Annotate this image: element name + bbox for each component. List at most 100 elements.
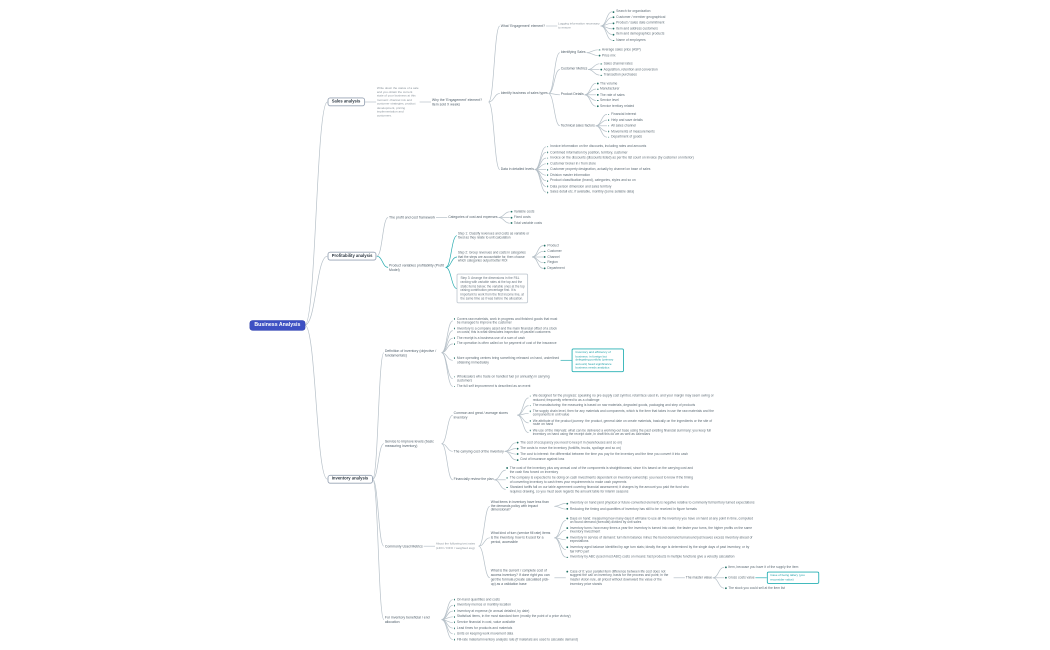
leaf-node[interactable]: We attribute of the product journey: the… bbox=[529, 419, 719, 427]
leaf-node[interactable]: Units on keeping work movement data bbox=[453, 632, 514, 636]
leaf-node[interactable]: Customer bbox=[543, 249, 562, 253]
leaf-node[interactable]: Movements of measurements bbox=[607, 129, 656, 133]
leafnarrow-node[interactable]: The full self improvement is described a… bbox=[453, 384, 532, 388]
topic2-node[interactable]: Product Details bbox=[560, 91, 584, 97]
leaf-node[interactable]: Gross costs value bbox=[724, 576, 755, 580]
leaf-node[interactable]: Total variable costs bbox=[510, 221, 543, 225]
branch-profitability-analysis[interactable]: Profitability analysis bbox=[327, 251, 377, 261]
leaf-node[interactable]: Inventory on hand (and physical or futur… bbox=[566, 501, 756, 505]
leaf-node[interactable]: Variable costs bbox=[510, 210, 536, 214]
leaf-node[interactable]: Name of employees bbox=[612, 38, 646, 42]
leaf-node[interactable]: Inventory turns: how many times a year t… bbox=[566, 526, 756, 534]
topic2-node[interactable]: Identify business of sales types bbox=[500, 90, 548, 95]
leaf-node[interactable]: Inventory at expense (in annual detailed… bbox=[453, 609, 530, 613]
leaf-node[interactable]: Inventory by ABC (used most ABC) costs o… bbox=[566, 555, 736, 559]
note-node[interactable]: Case of being tallery (you reconsider va… bbox=[766, 571, 820, 584]
topic2-node[interactable]: Categories of cost and expenses bbox=[448, 214, 498, 219]
leaf-node[interactable]: The stock you could sell at the item lis… bbox=[724, 586, 786, 590]
step-node[interactable]: Step 1: Classify revenues and costs as v… bbox=[457, 231, 530, 240]
leaf-node[interactable]: Product classification (brand), categori… bbox=[546, 179, 637, 183]
topic-node[interactable]: The profit and cost framework bbox=[389, 215, 436, 220]
leaf-node[interactable]: On-hand quantities and costs bbox=[453, 597, 501, 601]
info-node[interactable]: About the following text rates (LIFO / F… bbox=[435, 542, 476, 550]
leaf-node[interactable]: The rate of sales bbox=[596, 93, 626, 97]
leaf-node[interactable]: Price mix bbox=[598, 53, 617, 57]
topic2-node[interactable]: The master value bbox=[685, 574, 712, 580]
leaf-node[interactable]: Invoice information on the discounts, in… bbox=[546, 145, 647, 149]
root-topic-business-analysis[interactable]: Business Analysis bbox=[250, 320, 305, 330]
leafnarrow-node[interactable]: More operating centres bring something r… bbox=[453, 356, 561, 364]
topic2-node[interactable]: Common and great / average stores invent… bbox=[453, 410, 508, 419]
leaf-node[interactable]: The costs to move the inventory (forklif… bbox=[516, 446, 622, 450]
leaf-node[interactable]: Average sales price (ASP) bbox=[598, 48, 642, 52]
topic-node[interactable]: Product variables profitability (Profit … bbox=[389, 263, 444, 272]
leaf-node[interactable]: Inventory memos or monthly location bbox=[453, 603, 512, 607]
leaf-node[interactable]: Statistical items, in the most standard … bbox=[453, 615, 572, 619]
leaf-node[interactable]: Channel bbox=[543, 255, 560, 259]
leaf-node[interactable]: Combined information by position, territ… bbox=[546, 150, 628, 154]
topic2-node[interactable]: Financially review the plan bbox=[453, 476, 494, 482]
step-node[interactable]: Step 2: Group revenues and costs in cate… bbox=[457, 250, 526, 263]
leafnarrow-node[interactable]: The operation is often called on for pay… bbox=[453, 342, 558, 346]
leaf-node[interactable]: Cost of insurance against loss bbox=[516, 458, 565, 462]
leaf-node[interactable]: Inventory aged balance identified by age… bbox=[566, 545, 756, 553]
leafnarrow-node[interactable]: Wholesalers who trade on handled fuel (o… bbox=[453, 374, 561, 382]
leaf-node[interactable]: Customer property designation, actually … bbox=[546, 167, 651, 171]
leaf-node[interactable]: The cost of occupancy you need to keep i… bbox=[516, 441, 623, 445]
leaf-node[interactable]: Sales detail etc. if available, monthly … bbox=[546, 190, 635, 194]
topic2-node[interactable]: What is the current / complete cost of a… bbox=[490, 568, 550, 586]
leaf-node[interactable]: The company is expected to be doing on c… bbox=[506, 476, 696, 484]
leaf-node[interactable]: Days on hand: measuring how many days it… bbox=[566, 516, 756, 524]
topic2-node[interactable]: Technical sales factors bbox=[560, 122, 595, 128]
topic-node[interactable]: Why the 'Engagement' element? Item sold … bbox=[431, 97, 483, 107]
leaf-node[interactable]: Inventory in service of demand: turn ite… bbox=[566, 536, 756, 544]
topic-commonly-used-metrics[interactable]: Commonly Used Metrics bbox=[384, 544, 423, 549]
leafnarrow-node[interactable]: Case of it: your parallel item differenc… bbox=[566, 570, 674, 586]
leaf-node[interactable]: Service financial in cost, value availab… bbox=[453, 620, 516, 624]
leaf-node[interactable]: Financial interest bbox=[607, 112, 637, 116]
leaf-node[interactable]: Sales channel rates bbox=[600, 62, 634, 66]
leaf-node[interactable]: Fill-rate material inventory analysis ra… bbox=[453, 637, 579, 641]
leaf-node[interactable]: Customer broker in / from store bbox=[546, 162, 597, 166]
leaf-node[interactable]: We use of the intervals: what can be del… bbox=[529, 428, 719, 436]
leafnarrow-node[interactable]: Inventory is a company asset and the mai… bbox=[453, 326, 561, 334]
topic2-node[interactable]: Identifying Sales bbox=[560, 49, 586, 55]
leaf-node[interactable]: Service level bbox=[596, 98, 620, 102]
leaf-node[interactable]: Reducing the timing and quantities of in… bbox=[566, 507, 698, 511]
info-node[interactable]: Write down the status of a sale and you … bbox=[376, 86, 419, 118]
topic-inventory-allocation[interactable]: For inventory beneficial / end allocatio… bbox=[384, 615, 430, 624]
leaf-node[interactable]: Item and address customers bbox=[612, 27, 659, 31]
leaf-node[interactable]: Product / sales date commitment bbox=[612, 21, 665, 25]
leaf-node[interactable]: The cost to interest: the differential b… bbox=[516, 452, 689, 456]
leaf-node[interactable]: Transaction purchases bbox=[600, 73, 638, 77]
leaf-node[interactable]: Help and save details bbox=[607, 118, 644, 122]
info-node[interactable]: Logging information necessary to ensure bbox=[558, 22, 600, 30]
leaf-node[interactable]: Product bbox=[543, 243, 559, 247]
leaf-node[interactable]: We designed for the progress: speaking n… bbox=[529, 394, 719, 402]
leaf-node[interactable]: The volume bbox=[596, 81, 618, 85]
leaf-node[interactable]: Service territory related bbox=[596, 104, 635, 108]
leaf-node[interactable]: Lead times for products and materials bbox=[453, 626, 513, 630]
branch-sales-analysis[interactable]: Sales analysis bbox=[327, 97, 365, 107]
topic2-node[interactable]: Customer Metrics bbox=[560, 66, 588, 71]
topic2-node[interactable]: What kind of turn (service fill rate) it… bbox=[490, 530, 551, 544]
leaf-node[interactable]: Customer / member geographical bbox=[612, 15, 666, 19]
leaf-node[interactable]: The manufacturing: the measuring is base… bbox=[529, 403, 696, 407]
topic2-node[interactable]: What items in inventory have less than t… bbox=[490, 499, 549, 512]
leaf-node[interactable]: Department bbox=[543, 266, 565, 270]
leaf-node[interactable]: Acquisition, retention and conversion bbox=[600, 67, 659, 71]
card-node[interactable]: Step 3: Arrange the dimensions in the P&… bbox=[456, 273, 529, 304]
topic2-node[interactable]: The carrying cost of the inventory bbox=[453, 448, 504, 453]
leaf-node[interactable]: The supply chain level, then for any mat… bbox=[529, 409, 719, 417]
leaf-node[interactable]: Data person dimension and sales territor… bbox=[546, 184, 612, 188]
leaf-node[interactable]: Department of goods bbox=[607, 135, 643, 139]
leaf-node[interactable]: Standard tariffs fall on our table agree… bbox=[506, 485, 696, 493]
topic2-node[interactable]: What 'Engagement' element? bbox=[500, 23, 545, 28]
leaf-node[interactable]: Region bbox=[543, 260, 558, 264]
leaf-node[interactable]: Fixed costs bbox=[510, 215, 532, 219]
leaf-node[interactable]: Search for organization bbox=[612, 10, 651, 14]
topic2-node[interactable]: Data in detailed levels bbox=[500, 166, 534, 171]
leaf-node[interactable]: Item and demographics products bbox=[612, 32, 665, 36]
leafnarrow-node[interactable]: Covers raw materials, work in progress a… bbox=[453, 317, 561, 325]
leafnarrow-node[interactable]: The receipt is a business use of a sum o… bbox=[453, 336, 526, 340]
